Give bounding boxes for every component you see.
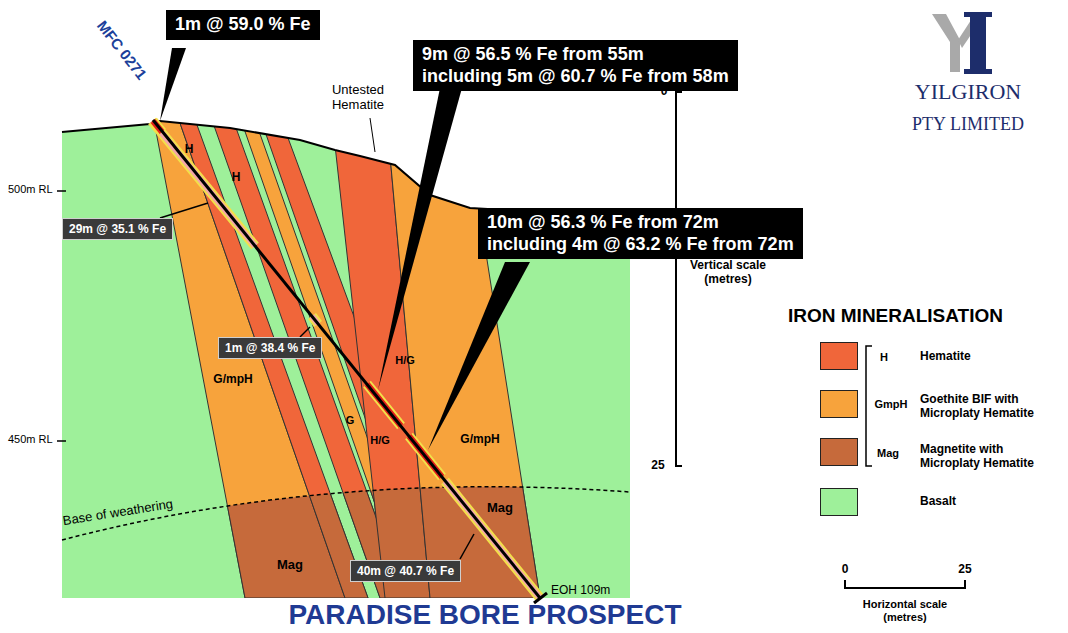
legend-swatch <box>820 488 858 516</box>
basalt <box>62 100 630 598</box>
section-label: Mag <box>487 501 513 516</box>
section-label: 500m RL <box>8 183 53 196</box>
section-shape <box>150 100 540 598</box>
section-shape <box>970 14 986 72</box>
section-label: IRON MINERALISATION <box>788 305 1003 327</box>
callout-text: including 4m @ 63.2 % Fe from 72m <box>487 234 794 256</box>
section-label: Untested Hematite <box>318 83 398 113</box>
callout-pointer <box>428 262 530 450</box>
legend-swatch <box>820 342 858 370</box>
callout-text: 10m @ 56.3 % Fe from 72m <box>487 212 794 234</box>
callout-box: 29m @ 35.1 % Fe <box>62 218 173 240</box>
intervals <box>152 121 540 598</box>
section-shape <box>385 100 540 598</box>
weathering-line <box>62 487 630 540</box>
callout-text: 29m @ 35.1 % Fe <box>69 222 166 236</box>
legend-text: Magnetite with Microplaty Hematite <box>920 443 1060 471</box>
section-label: H/G <box>370 434 390 447</box>
callout-text: 1m @ 59.0 % Fe <box>175 14 311 36</box>
section-label: YILGIRON <box>915 79 1021 104</box>
callout-text: including 5m @ 60.7 % Fe from 58m <box>422 66 729 88</box>
callout-pointer <box>160 48 186 121</box>
logo-mark <box>932 12 992 74</box>
callout-box: 1m @ 59.0 % Fe <box>166 10 320 40</box>
section-shape <box>964 69 992 74</box>
legend-bracket <box>866 346 872 466</box>
section-label: G <box>346 414 355 427</box>
leader-line <box>370 118 375 152</box>
section-label: Mag <box>277 558 303 573</box>
legend-text: Hematite <box>920 350 1060 364</box>
section-shape <box>932 14 960 72</box>
title: PARADISE BORE PROSPECT <box>288 599 681 631</box>
section-label: G/mpH <box>213 373 252 387</box>
callout-text: 40m @ 40.7 % Fe <box>357 564 454 578</box>
section-shape <box>150 100 540 598</box>
leader-line <box>300 327 310 337</box>
section-label: G/mpH <box>460 433 499 447</box>
legend-text: Goethite BIF with Microplaty Hematite <box>920 393 1060 421</box>
rl-tick <box>57 440 66 442</box>
section-label: 25 <box>958 563 971 577</box>
section-label: H/G <box>395 354 415 367</box>
section-label: H <box>185 143 194 157</box>
section-label: Horizontal scale (metres) <box>855 598 955 623</box>
section-label: 0 <box>661 85 668 99</box>
legend-swatch <box>820 438 858 466</box>
section-label: 0 <box>842 563 849 577</box>
vertical-scale-bar <box>676 92 682 466</box>
section-label: 25 <box>651 459 664 473</box>
rl-tick <box>57 190 66 192</box>
drill-hole <box>153 120 540 598</box>
section-label: GmpH <box>875 398 908 411</box>
section-label: MFC 0271 <box>94 17 151 83</box>
section-label: PTY LIMITED <box>912 114 1024 135</box>
horizontal-scale-bar <box>845 580 965 588</box>
legend-text: Basalt <box>920 495 1060 509</box>
callout-box: 9m @ 56.5 % Fe from 55mincluding 5m @ 60… <box>413 40 738 91</box>
leader-line <box>460 534 474 559</box>
callout-text: 9m @ 56.5 % Fe from 55m <box>422 44 729 66</box>
section-label: H <box>880 351 888 364</box>
section-shape <box>205 100 405 598</box>
callout-box: 40m @ 40.7 % Fe <box>350 560 461 582</box>
section-label: Mag <box>877 447 899 460</box>
callout-text: 1m @ 38.4 % Fe <box>225 341 315 355</box>
section-label: H <box>232 171 241 185</box>
legend-swatch <box>820 390 858 418</box>
callout-box: 10m @ 56.3 % Fe from 72mincluding 4m @ 6… <box>478 208 803 259</box>
ground-surface <box>62 121 630 214</box>
section-shape <box>330 100 430 598</box>
callout-box: 1m @ 38.4 % Fe <box>218 337 322 359</box>
section-label: 450m RL <box>8 433 53 446</box>
section-label: Vertical scale (metres) <box>688 259 768 287</box>
section-label: EOH 109m <box>551 584 610 598</box>
section-shape <box>150 100 345 598</box>
callout-pointer <box>378 88 462 390</box>
leader-line <box>160 203 208 218</box>
section-shape <box>964 12 992 17</box>
